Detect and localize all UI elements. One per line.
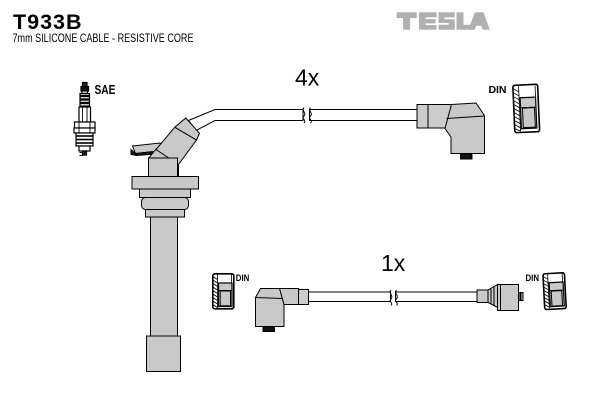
svg-text:DIN: DIN	[236, 273, 250, 284]
svg-text:SAE: SAE	[95, 82, 116, 97]
svg-text:1x: 1x	[381, 250, 406, 276]
svg-text:DIN: DIN	[526, 273, 540, 284]
svg-text:DIN: DIN	[489, 84, 507, 96]
svg-text:7mm SILICONE CABLE - RESISTIVE: 7mm SILICONE CABLE - RESISTIVE CORE	[13, 31, 194, 45]
svg-text:T933B: T933B	[13, 10, 83, 34]
svg-text:4x: 4x	[295, 65, 320, 91]
